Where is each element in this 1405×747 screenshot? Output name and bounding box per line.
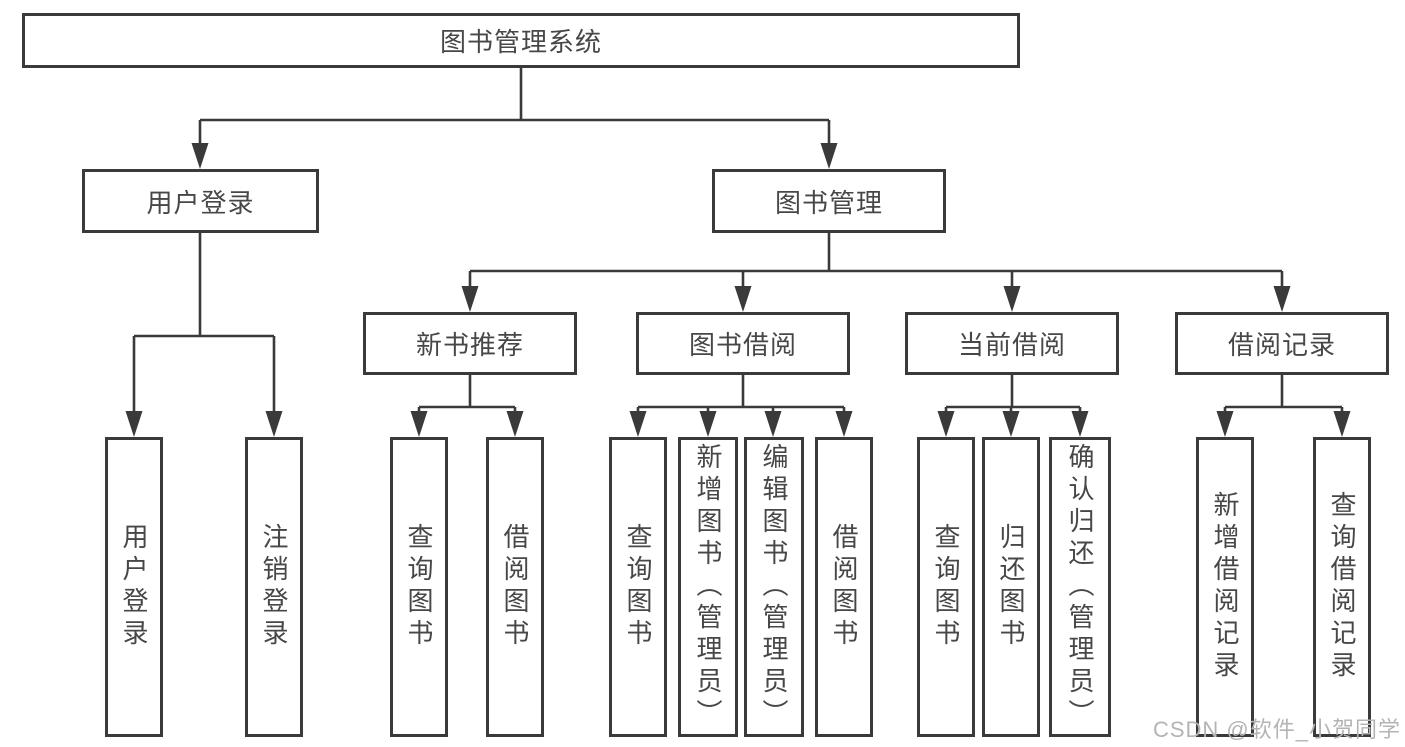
leaf-current-return-books: 归还图书 <box>982 437 1040 737</box>
node-new-book-recommendation: 新书推荐 <box>363 312 577 375</box>
node-user-login: 用户登录 <box>82 169 319 233</box>
leaf-rec-borrow-books: 借阅图书 <box>486 437 544 737</box>
leaf-records-add-borrow-record: 新增借阅记录 <box>1196 437 1254 737</box>
leaf-rec-query-books: 查询图书 <box>390 437 448 737</box>
node-book-borrowing: 图书借阅 <box>636 312 850 375</box>
csdn-watermark: CSDN @软件_小贺同学 <box>1152 717 1401 742</box>
arrowhead-icons <box>125 143 1351 437</box>
leaf-logout-login: 注销登录 <box>245 437 303 737</box>
node-borrowing-records: 借阅记录 <box>1175 312 1389 375</box>
node-book-management: 图书管理 <box>712 169 946 233</box>
leaf-borrow-query-books: 查询图书 <box>609 437 667 737</box>
leaf-records-query-borrow-record: 查询借阅记录 <box>1313 437 1371 737</box>
leaf-current-query-books: 查询图书 <box>917 437 975 737</box>
node-library-management-system: 图书管理系统 <box>22 13 1020 68</box>
leaf-current-confirm-return-admin: 确认归还（管理员） <box>1049 437 1111 737</box>
leaf-user-login: 用户登录 <box>105 437 163 737</box>
leaf-borrow-add-books-admin: 新增图书（管理员） <box>678 437 738 737</box>
leaf-borrow-edit-books-admin: 编辑图书（管理员） <box>744 437 804 737</box>
leaf-borrow-borrow-books: 借阅图书 <box>815 437 873 737</box>
node-current-borrowing: 当前借阅 <box>905 312 1119 375</box>
